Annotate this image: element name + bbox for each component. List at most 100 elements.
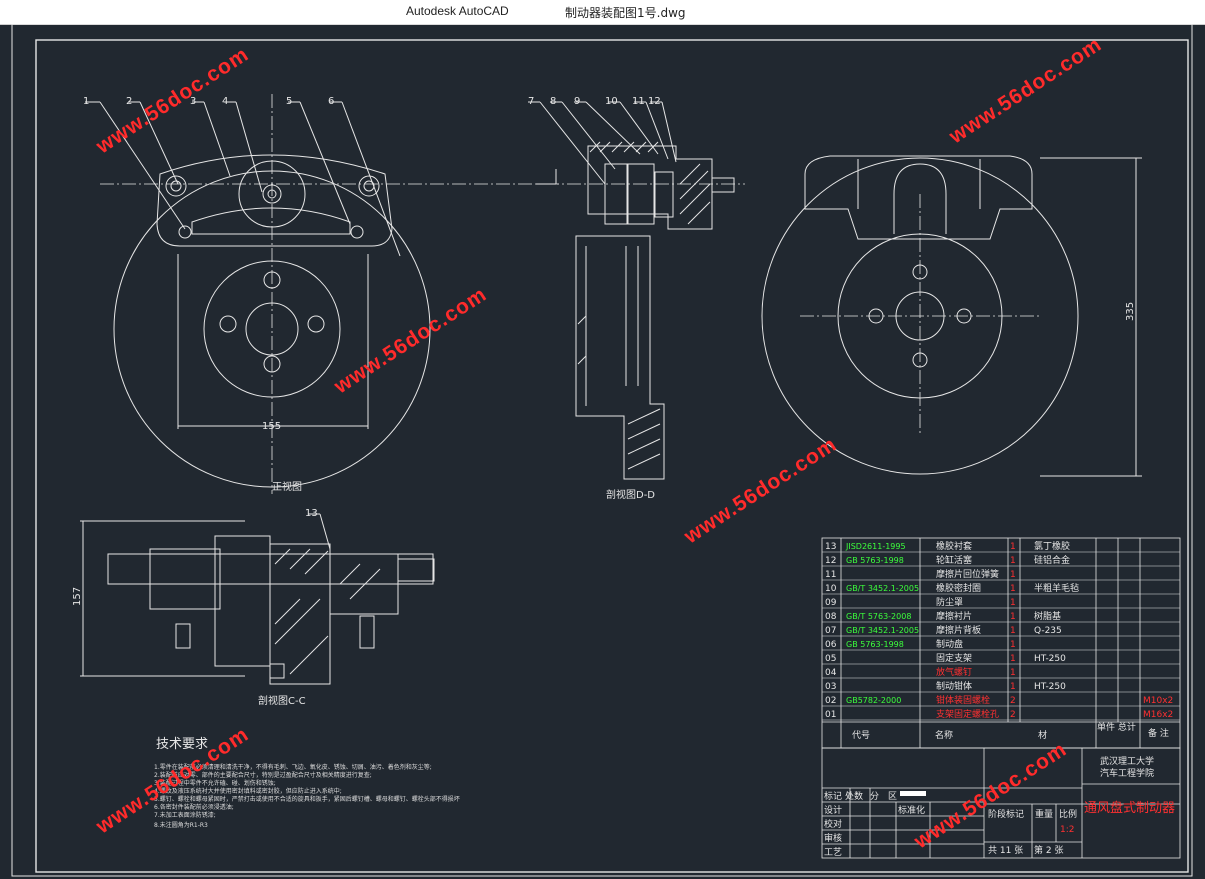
watermark: www.56doc.com bbox=[329, 283, 491, 399]
balloon-5: 5 bbox=[286, 96, 292, 107]
balloon-10: 10 bbox=[605, 96, 618, 107]
tech-note: 5.螺钉、螺栓和螺母紧固时，严禁打击或使用不合适的旋具和扳手，紧固后螺钉槽、螺母… bbox=[154, 795, 460, 803]
bom-qty: 1 bbox=[1010, 584, 1016, 594]
bom-header-material: 材 bbox=[1038, 729, 1047, 741]
bom-name: 摩擦片背板 bbox=[936, 624, 981, 636]
bom-no: 05 bbox=[825, 654, 836, 664]
bom-standard: GB/T 3452.1-2005 bbox=[846, 626, 919, 635]
bom-no: 11 bbox=[825, 570, 836, 580]
role-label: 设计 bbox=[824, 804, 842, 816]
bom-standard: JISD2611-1995 bbox=[845, 542, 906, 551]
tech-note: 7.未加工表面涂防锈漆; bbox=[154, 811, 216, 819]
tech-notes: 1.零件在装配前必须清理和清洗干净，不得有毛刺、飞边、氧化皮、锈蚀、切屑、油污、… bbox=[154, 763, 460, 829]
app-title: Autodesk AutoCAD bbox=[406, 4, 509, 18]
bom-no: 04 bbox=[825, 668, 837, 678]
file-title: 制动器装配图1号.dwg bbox=[565, 6, 686, 20]
bom-header-code: 代号 bbox=[852, 730, 870, 741]
bom-name: 防尘罩 bbox=[936, 596, 963, 608]
balloon-11: 11 bbox=[632, 96, 645, 107]
bom-material: 氯丁橡胶 bbox=[1034, 540, 1070, 552]
bom-qty: 1 bbox=[1010, 626, 1016, 636]
bom-name: 制动盘 bbox=[936, 638, 963, 650]
tech-note: 4.螺纹及液压系统衬大并使用密封填料或密封胶，但应防止进入系统中; bbox=[154, 787, 342, 795]
drawing-canvas[interactable]: 155 正视图 1 2 3 4 5 6 剖视图D-D bbox=[0, 24, 1205, 879]
bom-qty: 1 bbox=[1010, 682, 1016, 692]
window-titlebar: Autodesk AutoCAD 制动器装配图1号.dwg bbox=[0, 0, 1205, 25]
section-cc-label: 剖视图C-C bbox=[258, 694, 306, 707]
bom-qty: 1 bbox=[1010, 640, 1016, 650]
watermark: www.56doc.com bbox=[679, 433, 841, 549]
front-view bbox=[85, 94, 560, 494]
bom-standard: GB/T 5763-2008 bbox=[846, 612, 911, 621]
bom-no: 09 bbox=[825, 598, 837, 608]
bom-name: 轮缸活塞 bbox=[936, 554, 972, 566]
row-label: 处数 bbox=[845, 790, 863, 802]
bom-header-name: 名称 bbox=[935, 729, 953, 741]
bom-qty: 1 bbox=[1010, 654, 1016, 664]
bom-name: 固定支架 bbox=[936, 652, 972, 664]
role-label: 审核 bbox=[824, 832, 842, 844]
bom-name: 钳体装固螺栓 bbox=[936, 694, 990, 706]
side-view bbox=[761, 155, 1142, 477]
college-name: 汽车工程学院 bbox=[1100, 767, 1154, 779]
bom-material: HT-250 bbox=[1034, 682, 1066, 692]
front-view-label: 正视图 bbox=[272, 480, 302, 493]
bom-name: 放气螺钉 bbox=[936, 666, 972, 678]
scale-label: 比例 bbox=[1059, 808, 1077, 820]
dim-155: 155 bbox=[262, 421, 281, 432]
row-label: 区 bbox=[888, 791, 897, 802]
bom-header-qty: 单件 总计 bbox=[1097, 721, 1136, 733]
bom-qty: 1 bbox=[1010, 598, 1016, 608]
bom-qty: 2 bbox=[1010, 696, 1016, 706]
row-label: 分 bbox=[870, 791, 879, 802]
watermark: www.56doc.com bbox=[944, 33, 1106, 149]
bom-material: 半粗羊毛毡 bbox=[1034, 582, 1079, 594]
dim-335: 335 bbox=[1125, 302, 1136, 321]
balloon-12: 12 bbox=[648, 96, 661, 107]
drawing-name: 通风盘式制动器 bbox=[1084, 800, 1175, 816]
weight-label: 重量 bbox=[1035, 808, 1053, 820]
row-label: 标记 bbox=[824, 790, 842, 802]
bom-no: 03 bbox=[825, 682, 836, 692]
balloon-13: 13 bbox=[305, 508, 318, 519]
balloon-6: 6 bbox=[328, 96, 334, 107]
bom-no: 08 bbox=[825, 612, 837, 622]
balloon-3: 3 bbox=[190, 96, 196, 107]
section-dd-view bbox=[528, 101, 745, 480]
bom-no: 06 bbox=[825, 640, 837, 650]
standardize-label: 标准化 bbox=[898, 804, 925, 816]
bom-header: 代号 名称 材 单件 总计 备 注 bbox=[852, 721, 1169, 741]
bom-no: 10 bbox=[825, 584, 837, 594]
balloon-9: 9 bbox=[574, 96, 580, 107]
section-cc-view bbox=[80, 513, 435, 685]
watermark: www.56doc.com bbox=[91, 43, 253, 159]
section-dd-label: 剖视图D-D bbox=[606, 488, 655, 501]
bom-qty: 2 bbox=[1010, 710, 1016, 720]
balloon-8: 8 bbox=[550, 96, 556, 107]
scale-value: 1:2 bbox=[1060, 825, 1074, 835]
caliper-section bbox=[587, 145, 713, 230]
bom-no: 12 bbox=[825, 556, 836, 566]
bom-no: 07 bbox=[825, 626, 836, 636]
balloon-7: 7 bbox=[528, 96, 534, 107]
bom-note: M10x2 bbox=[1143, 696, 1173, 706]
titleblock-rows: 标记 处数 分 区 设计 标准化 校对 审核 工艺 bbox=[824, 790, 925, 858]
tech-req-title: 技术要求 bbox=[156, 737, 208, 752]
bom-standard: GB5782-2000 bbox=[846, 696, 901, 705]
school-name: 武汉理工大学 bbox=[1100, 755, 1154, 767]
disc-outer-circle bbox=[113, 170, 431, 488]
bom-note: M16x2 bbox=[1143, 710, 1173, 720]
sheet-number: 第 2 张 bbox=[1034, 844, 1063, 856]
bom-qty: 1 bbox=[1010, 570, 1016, 580]
stage-label: 阶段标记 bbox=[988, 808, 1024, 820]
inner-frame bbox=[35, 39, 1189, 873]
tech-note: 2.装配前应对零、部件的主要配合尺寸，特别是过盈配合尺寸及相关精度进行复查; bbox=[154, 771, 372, 779]
bom-standard: GB/T 3452.1-2005 bbox=[846, 584, 919, 593]
bom-material: Q-235 bbox=[1034, 626, 1062, 636]
bom-qty: 1 bbox=[1010, 542, 1016, 552]
tech-note: 1.零件在装配前必须清理和清洗干净，不得有毛刺、飞边、氧化皮、锈蚀、切屑、油污、… bbox=[154, 763, 432, 771]
bom-material: 硅铝合金 bbox=[1034, 554, 1070, 566]
balloon-2: 2 bbox=[126, 96, 132, 107]
watermark: www.56doc.com bbox=[909, 738, 1071, 854]
